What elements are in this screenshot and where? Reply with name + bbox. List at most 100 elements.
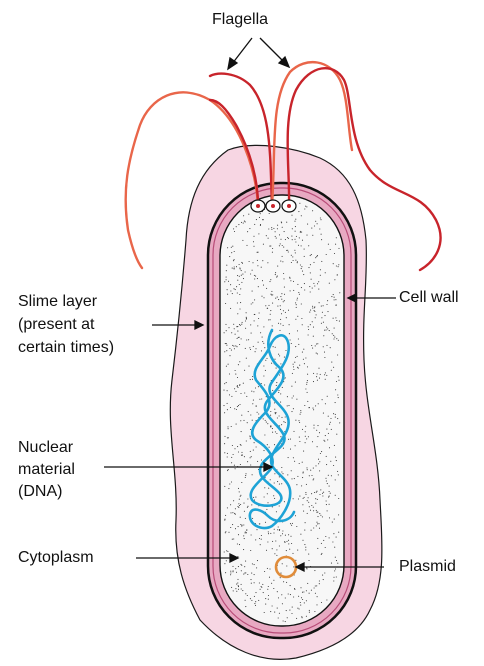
cytoplasm-dot bbox=[284, 231, 285, 232]
cytoplasm-dot bbox=[274, 473, 275, 474]
cytoplasm-dot bbox=[303, 511, 304, 512]
cytoplasm-dot bbox=[273, 580, 274, 581]
cytoplasm-dot bbox=[267, 568, 268, 569]
cytoplasm-dot bbox=[236, 584, 237, 585]
cytoplasm-dot bbox=[250, 579, 251, 580]
cytoplasm-dot bbox=[292, 256, 293, 257]
cytoplasm-dot bbox=[306, 382, 307, 383]
cytoplasm-dot bbox=[271, 291, 272, 292]
cytoplasm-dot bbox=[281, 299, 282, 300]
cytoplasm-dot bbox=[305, 492, 306, 493]
cytoplasm-dot bbox=[314, 492, 315, 493]
cytoplasm-dot bbox=[288, 405, 289, 406]
basal-dot-middle bbox=[271, 204, 275, 208]
cytoplasm-dot bbox=[330, 461, 331, 462]
cytoplasm-dot bbox=[312, 441, 313, 442]
cytoplasm-dot bbox=[324, 330, 325, 331]
cytoplasm-dot bbox=[232, 293, 233, 294]
cytoplasm-dot bbox=[276, 382, 277, 383]
cytoplasm-dot bbox=[239, 404, 240, 405]
cytoplasm-dot bbox=[307, 583, 308, 584]
cytoplasm-dot bbox=[298, 344, 299, 345]
cytoplasm-dot bbox=[279, 374, 280, 375]
cytoplasm-dot bbox=[266, 422, 267, 423]
cytoplasm-dot bbox=[288, 593, 289, 594]
cytoplasm-dot bbox=[226, 265, 227, 266]
cytoplasm-dot bbox=[286, 317, 287, 318]
cytoplasm-dot bbox=[246, 440, 247, 441]
cytoplasm-dot bbox=[274, 498, 275, 499]
cytoplasm-dot bbox=[332, 541, 333, 542]
cytoplasm-dot bbox=[285, 535, 286, 536]
cytoplasm-dot bbox=[336, 434, 337, 435]
cytoplasm-dot bbox=[286, 582, 287, 583]
cytoplasm-dot bbox=[339, 422, 340, 423]
cytoplasm-dot bbox=[288, 543, 289, 544]
cytoplasm-dot bbox=[293, 457, 294, 458]
cytoplasm-dot bbox=[282, 473, 283, 474]
cytoplasm-dot bbox=[304, 256, 305, 257]
cytoplasm-dot bbox=[291, 478, 292, 479]
cytoplasm-dot bbox=[238, 405, 239, 406]
cytoplasm-dot bbox=[235, 334, 236, 335]
cytoplasm-dot bbox=[301, 485, 302, 486]
cytoplasm-dot bbox=[252, 262, 253, 263]
cytoplasm-dot bbox=[238, 534, 239, 535]
cytoplasm-dot bbox=[231, 332, 232, 333]
cytoplasm-dot bbox=[228, 364, 229, 365]
cytoplasm-dot bbox=[282, 256, 283, 257]
cytoplasm-dot bbox=[306, 600, 307, 601]
cytoplasm-dot bbox=[230, 407, 231, 408]
cytoplasm-dot bbox=[243, 503, 244, 504]
cytoplasm-dot bbox=[250, 429, 251, 430]
cytoplasm-dot bbox=[257, 560, 258, 561]
cytoplasm-dot bbox=[272, 294, 273, 295]
cytoplasm-dot bbox=[280, 239, 281, 240]
cytoplasm-dot bbox=[270, 611, 271, 612]
cytoplasm-dot bbox=[327, 396, 328, 397]
cytoplasm-dot bbox=[265, 604, 266, 605]
cytoplasm-dot bbox=[274, 529, 275, 530]
cytoplasm-dot bbox=[291, 215, 292, 216]
cytoplasm-dot bbox=[288, 251, 289, 252]
cytoplasm-dot bbox=[301, 245, 302, 246]
cytoplasm-dot bbox=[290, 536, 291, 537]
cytoplasm-dot bbox=[294, 250, 295, 251]
cytoplasm-dot bbox=[274, 553, 275, 554]
cytoplasm-dot bbox=[257, 461, 258, 462]
cytoplasm-dot bbox=[254, 574, 255, 575]
cytoplasm-dot bbox=[246, 358, 247, 359]
cytoplasm-dot bbox=[317, 373, 318, 374]
cytoplasm-dot bbox=[276, 433, 277, 434]
cytoplasm-dot bbox=[293, 290, 294, 291]
cytoplasm-dot bbox=[309, 475, 310, 476]
cytoplasm-dot bbox=[281, 483, 282, 484]
cytoplasm-dot bbox=[305, 431, 306, 432]
cytoplasm-dot bbox=[321, 306, 322, 307]
cytoplasm-dot bbox=[293, 364, 294, 365]
cytoplasm-dot bbox=[272, 605, 273, 606]
cytoplasm-dot bbox=[319, 228, 320, 229]
cytoplasm-dot bbox=[319, 580, 320, 581]
cytoplasm-dot bbox=[245, 320, 246, 321]
cytoplasm-dot bbox=[243, 535, 244, 536]
cytoplasm-dot bbox=[282, 603, 283, 604]
cytoplasm-dot bbox=[286, 610, 287, 611]
cytoplasm-dot bbox=[297, 550, 298, 551]
cytoplasm-dot bbox=[225, 324, 226, 325]
cytoplasm-dot bbox=[244, 511, 245, 512]
cytoplasm-dot bbox=[259, 217, 260, 218]
cytoplasm-dot bbox=[325, 379, 326, 380]
cytoplasm-dot bbox=[241, 482, 242, 483]
cytoplasm-dot bbox=[301, 318, 302, 319]
cytoplasm-dot bbox=[326, 599, 327, 600]
cytoplasm-dot bbox=[267, 308, 268, 309]
cytoplasm-dot bbox=[240, 444, 241, 445]
cytoplasm-dot bbox=[239, 264, 240, 265]
cytoplasm-dot bbox=[282, 563, 283, 564]
cytoplasm-dot bbox=[253, 236, 254, 237]
cytoplasm-dot bbox=[276, 277, 277, 278]
cytoplasm-dot bbox=[325, 272, 326, 273]
cytoplasm-dot bbox=[246, 319, 247, 320]
cytoplasm-dot bbox=[275, 431, 276, 432]
